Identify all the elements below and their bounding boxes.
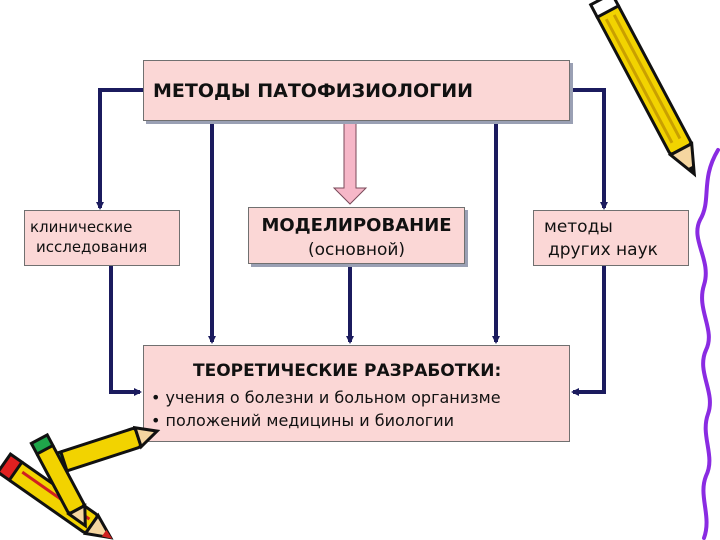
modeling-box: МОДЕЛИРОВАНИЕ (основной) xyxy=(248,207,465,264)
clinical-line1: клинические xyxy=(30,218,133,236)
clinical-box: клинические исследования xyxy=(24,210,180,266)
theory-bullet-1: • учения о болезни и больном организме xyxy=(151,388,501,407)
arrow-top-to-model xyxy=(332,120,368,205)
arrow-right-to-bottom xyxy=(571,266,606,396)
other-sciences-box: методы других наук xyxy=(533,210,689,266)
clinical-line2: исследования xyxy=(36,238,148,256)
methods-title: МЕТОДЫ ПАТОФИЗИОЛОГИИ xyxy=(153,80,474,102)
theory-box: ТЕОРЕТИЧЕСКИЕ РАЗРАБОТКИ: • учения о бол… xyxy=(143,345,570,442)
arrow-top-to-right xyxy=(570,88,608,210)
other-sciences-line2: других наук xyxy=(548,240,658,260)
modeling-subtitle: (основной) xyxy=(307,240,406,260)
theory-title: ТЕОРЕТИЧЕСКИЕ РАЗРАБОТКИ: xyxy=(193,361,502,381)
theory-bullet-2: • положений медицины и биологии xyxy=(151,411,454,430)
arrow-left-to-bottom xyxy=(109,266,142,396)
methods-box: МЕТОДЫ ПАТОФИЗИОЛОГИИ xyxy=(143,60,570,121)
arrow-top-to-left xyxy=(96,88,143,210)
other-sciences-line1: методы xyxy=(544,217,613,237)
modeling-title: МОДЕЛИРОВАНИЕ xyxy=(261,215,452,236)
